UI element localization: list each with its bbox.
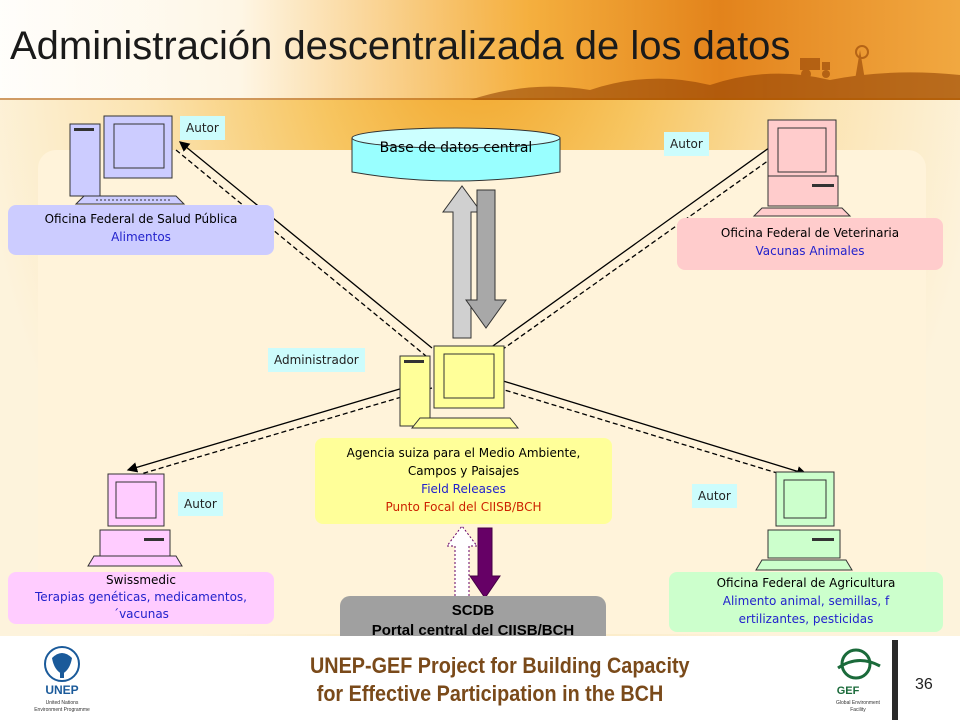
node-agricultura-topic2: ertilizantes, pesticidas [738, 612, 874, 626]
node-agencia-name2: Campos y Paisajes [407, 464, 520, 478]
scdb-up-arrow [446, 525, 478, 601]
node-veterinaria-name: Oficina Federal de Veterinaria [720, 226, 900, 240]
upload-arrow [442, 185, 482, 339]
computer-agencia-icon [399, 345, 520, 429]
node-agricultura-name: Oficina Federal de Agricultura [716, 576, 896, 590]
node-agricultura-topic1: Alimento animal, semillas, f [722, 594, 890, 608]
database-cylinder [351, 127, 561, 182]
node-salud-topic: Alimentos [111, 230, 171, 244]
node-swissmedic-topic1: Terapias genéticas, medicamentos, [35, 590, 247, 604]
node-swissmedic-name: Swissmedic [106, 573, 176, 587]
node-veterinaria: Oficina Federal de Veterinaria Vacunas A… [677, 218, 943, 270]
gef-sub1: Global Environment [836, 700, 881, 706]
node-agencia-name1: Agencia suiza para el Medio Ambiente, [346, 446, 581, 460]
tag-autor-salud: Autor [180, 116, 225, 140]
tag-autor-swissmedic: Autor [178, 492, 223, 516]
node-agencia-topic: Field Releases [421, 482, 506, 496]
computer-salud-icon [69, 115, 186, 205]
unep-sub2: Environment Programme [34, 707, 90, 713]
computer-veterinaria-icon [752, 119, 852, 217]
computer-swissmedic-icon [87, 473, 183, 567]
gef-sub2: Facility [850, 707, 866, 713]
computer-agricultura-icon [755, 471, 853, 571]
arrow-agencia-agricultura [499, 379, 808, 477]
node-agencia-role: Punto Focal del CIISB/BCH [385, 500, 542, 514]
node-swissmedic-topic2: ´vacunas [113, 607, 169, 621]
tag-autor-veterinaria: Autor [664, 132, 709, 156]
arrow-agencia-swissmedic [126, 379, 431, 473]
node-swissmedic: Swissmedic Terapias genéticas, medicamen… [8, 572, 274, 624]
node-salud: Oficina Federal de Salud Pública Aliment… [8, 205, 274, 255]
node-veterinaria-topic: Vacunas Animales [755, 244, 865, 258]
database-label: Base de datos central [379, 140, 533, 156]
gef-name: GEF [837, 685, 860, 697]
footer-accent-bar [892, 640, 898, 720]
footer-line1: UNEP-GEF Project for Building Capacity [310, 653, 690, 678]
tag-autor-agricultura: Autor [692, 484, 737, 508]
scdb-title: SCDB [451, 602, 495, 619]
dashed-agencia-swissmedic [133, 387, 433, 477]
node-salud-name: Oficina Federal de Salud Pública [44, 212, 238, 226]
download-arrow [465, 189, 507, 329]
scdb-down-arrow [469, 527, 501, 599]
footer-project-title: UNEP-GEF Project for Building Capacity f… [310, 652, 690, 708]
page-title: Administración descentralizada de los da… [10, 24, 791, 68]
unep-name: UNEP [45, 683, 78, 697]
page-number: 36 [915, 676, 933, 693]
silhouette-decoration [470, 45, 960, 100]
gef-logo: GEF Global Environment Facility [818, 644, 898, 716]
tag-administrador: Administrador [268, 348, 365, 372]
footer [0, 636, 960, 720]
unep-sub1: United Nations [46, 700, 79, 706]
arrow-veterinaria-agencia [489, 139, 782, 349]
header-divider [0, 98, 960, 100]
scdb-subtitle: Portal central del CIISB/BCH [371, 622, 575, 639]
dashed-salud-agencia [175, 149, 427, 357]
unep-logo: UNEP United Nations Environment Programm… [22, 644, 102, 716]
node-agricultura: Oficina Federal de Agricultura Alimento … [669, 572, 943, 632]
dashed-agencia-agricultura [497, 387, 801, 481]
node-agencia: Agencia suiza para el Medio Ambiente, Ca… [315, 438, 612, 524]
footer-line2: for Effective Participation in the BCH [316, 681, 664, 706]
dashed-veterinaria-agencia [495, 147, 787, 355]
arrow-salud-agencia [178, 141, 433, 349]
